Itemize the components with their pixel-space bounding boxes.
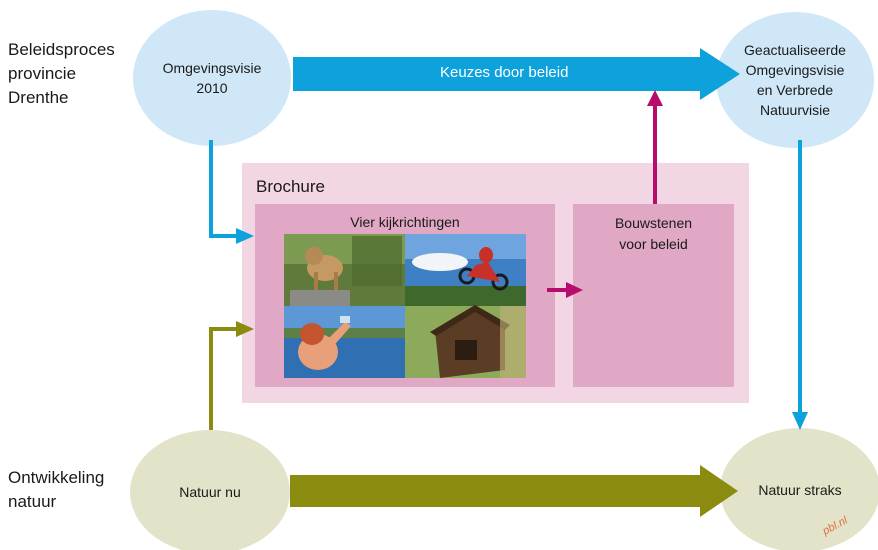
lynx-photo xyxy=(284,234,405,306)
natuur-development-arrow xyxy=(290,465,738,517)
brochure-title: Brochure xyxy=(256,177,325,196)
label-ontwikkeling-natuur: Ontwikkeling natuur xyxy=(8,468,105,511)
omgevingsvisie-label: Omgevingsvisie 2010 xyxy=(162,60,262,96)
geactualiseerde-ellipse xyxy=(716,12,874,148)
olive-elbow-connector xyxy=(209,327,238,430)
blue-down-arrowhead xyxy=(792,412,808,430)
motocross-photo xyxy=(405,234,526,306)
photo-collage xyxy=(284,234,526,378)
magenta-right-arrowhead xyxy=(566,282,583,298)
geactualiseerde-label: Geactualiseerde Omgevingsvisie en Verbre… xyxy=(744,42,846,118)
bouwstenen-box xyxy=(573,204,734,387)
natuur-nu-ellipse xyxy=(130,430,290,550)
natuur-straks-ellipse xyxy=(720,428,878,550)
olive-elbow-arrowhead xyxy=(236,321,254,337)
treehouse-photo xyxy=(405,305,526,378)
blue-elbow-connector xyxy=(209,140,238,238)
natuur-nu-label: Natuur nu xyxy=(179,484,241,500)
keuzes-arrow xyxy=(293,48,740,100)
bouwstenen-title: Bouwstenen voor beleid xyxy=(614,215,693,252)
swimmer-photo xyxy=(284,306,405,378)
magenta-up-arrowhead xyxy=(647,90,663,106)
blue-elbow-arrowhead xyxy=(236,228,254,244)
omgevingsvisie-ellipse xyxy=(133,10,291,146)
natuur-straks-label: Natuur straks xyxy=(758,482,842,498)
vier-kijkrichtingen-title: Vier kijkrichtingen xyxy=(350,214,460,230)
keuzes-door-beleid-label: Keuzes door beleid xyxy=(440,64,569,81)
label-beleidsproces: Beleidsproces provincie Drenthe xyxy=(8,40,115,107)
